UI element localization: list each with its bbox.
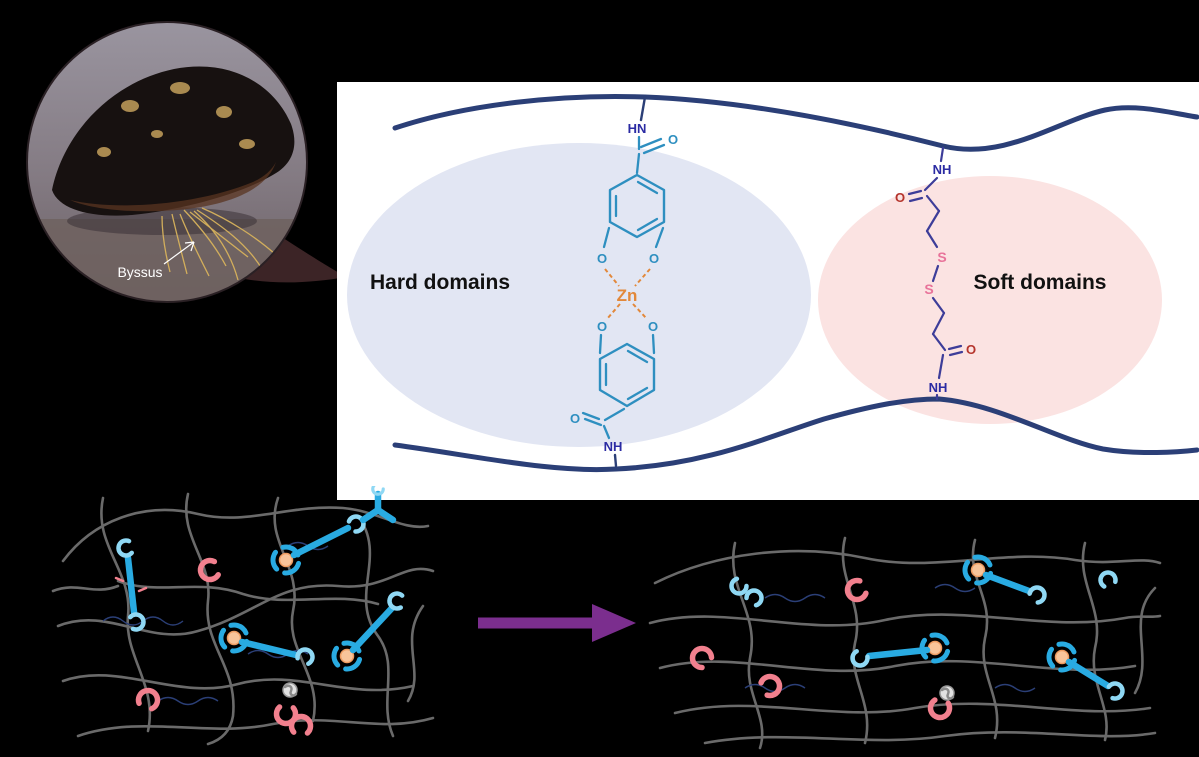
polymer-strand bbox=[51, 584, 120, 593]
branch-node bbox=[359, 486, 397, 524]
polymer-chain-bottom bbox=[392, 396, 1199, 473]
open-crosslink-ring bbox=[1098, 570, 1118, 590]
rod-end-ring bbox=[1028, 586, 1045, 603]
dynamic-bond-chains bbox=[744, 583, 1036, 693]
zinc-catechol-complex: HN O O O bbox=[570, 95, 678, 468]
catechol-o-right: O bbox=[649, 251, 659, 266]
polymer-strand bbox=[76, 716, 435, 738]
catechol-o-left: O bbox=[597, 251, 607, 266]
crosslink-rod bbox=[982, 571, 1033, 595]
polymer-strands bbox=[51, 492, 435, 746]
catechol-o-low-left: O bbox=[597, 319, 607, 334]
polymer-strand bbox=[673, 702, 1152, 715]
carbonyl-o-top: O bbox=[668, 132, 678, 147]
network-before bbox=[51, 486, 435, 746]
soft-o-bottom: O bbox=[966, 342, 976, 357]
soft-domain-label: Soft domains bbox=[973, 271, 1106, 294]
soft-bonds-lower bbox=[931, 296, 964, 380]
amide-top-bonds bbox=[635, 135, 666, 175]
catechol-o-bonds-upper bbox=[602, 226, 665, 249]
open-crosslink-ring bbox=[747, 591, 762, 606]
crosslink-rod bbox=[865, 646, 931, 660]
polymer-strand bbox=[61, 506, 430, 563]
amide-stub-bottom bbox=[613, 453, 618, 468]
polymer-strand bbox=[100, 496, 152, 733]
byssus-threads bbox=[161, 207, 276, 281]
ring-top-double-bonds bbox=[614, 180, 659, 232]
photo-border bbox=[26, 21, 308, 303]
polymer-strand bbox=[56, 567, 435, 636]
hard-domain-ellipse bbox=[347, 143, 811, 447]
soft-nh-top: NH bbox=[933, 162, 952, 177]
sulfur-lower: S bbox=[924, 281, 933, 297]
polymer-strand bbox=[1081, 541, 1108, 742]
thiol-ring bbox=[693, 649, 712, 668]
polymer-strand bbox=[61, 673, 415, 692]
catechol-ring-top bbox=[608, 173, 666, 239]
polymer-strand bbox=[273, 496, 316, 723]
polymer-strand bbox=[648, 613, 1162, 627]
polymer-strand bbox=[116, 579, 380, 606]
soft-stub-top bbox=[939, 146, 945, 163]
thiol-ring bbox=[845, 578, 869, 602]
schematic-panel: Hard domains Soft domains HN O bbox=[337, 82, 1199, 500]
polymer-strand bbox=[185, 492, 235, 746]
soft-nh-bottom: NH bbox=[929, 380, 948, 395]
polymer-strand bbox=[732, 541, 764, 750]
catechol-o-low-right: O bbox=[648, 319, 658, 334]
disulfide-blob bbox=[282, 682, 298, 698]
amide-nh-bottom: NH bbox=[604, 439, 623, 454]
byssus-label: Byssus bbox=[117, 264, 162, 280]
polymer-strand bbox=[1133, 586, 1157, 695]
rod-end-ring bbox=[851, 649, 868, 666]
s-s-bond bbox=[931, 264, 940, 283]
mussel-shell bbox=[52, 66, 295, 216]
soft-o-top: O bbox=[895, 190, 905, 205]
amide-stub-top bbox=[639, 95, 647, 122]
metal-crosslink-node bbox=[218, 622, 250, 654]
polymer-strand bbox=[653, 549, 1162, 585]
sulfur-upper: S bbox=[937, 249, 946, 265]
amide-nh-top: HN bbox=[628, 121, 647, 136]
polymer-strand bbox=[356, 514, 395, 738]
polymer-chain-top bbox=[392, 93, 1199, 152]
mussel-photo: Byssus bbox=[26, 21, 346, 303]
shell-highlight bbox=[70, 162, 276, 212]
hard-domain-label: Hard domains bbox=[370, 271, 510, 294]
disulfide-blob bbox=[939, 685, 955, 701]
zinc-coordination-bonds bbox=[604, 268, 651, 320]
crosslink-rod bbox=[124, 554, 138, 616]
crosslink-rod bbox=[290, 524, 352, 559]
soft-domain-ellipse bbox=[818, 176, 1162, 424]
crosslink-rod bbox=[238, 638, 300, 659]
amide-bottom-bonds bbox=[581, 407, 626, 440]
disulfide-chain: NH O S S bbox=[895, 146, 976, 401]
thiol-tick bbox=[114, 576, 148, 593]
arrow-head bbox=[592, 604, 636, 642]
zinc-label: Zn bbox=[617, 286, 638, 305]
polymer-strand bbox=[841, 536, 869, 745]
ring-bottom-double-bonds bbox=[604, 349, 649, 401]
polymer-strands bbox=[648, 536, 1162, 750]
polymer-strand bbox=[703, 731, 1157, 745]
shell-growth-patches bbox=[97, 82, 255, 157]
rod-end-ring bbox=[115, 537, 136, 558]
byssus-pointer bbox=[163, 241, 195, 265]
carbonyl-o-bottom: O bbox=[570, 411, 580, 426]
network-after bbox=[648, 536, 1162, 750]
transformation-arrow bbox=[478, 604, 636, 642]
thiol-ring bbox=[288, 713, 315, 740]
rod-end-ring bbox=[296, 648, 313, 665]
crosslink-rod bbox=[1065, 658, 1112, 690]
crosslink-rod bbox=[349, 604, 396, 654]
soft-bonds-upper bbox=[907, 176, 941, 249]
polymer-strand bbox=[406, 604, 425, 703]
metal-crosslink-node bbox=[270, 544, 302, 576]
catechol-o-bonds-lower bbox=[598, 333, 656, 355]
catechol-ring-bottom bbox=[598, 342, 656, 408]
